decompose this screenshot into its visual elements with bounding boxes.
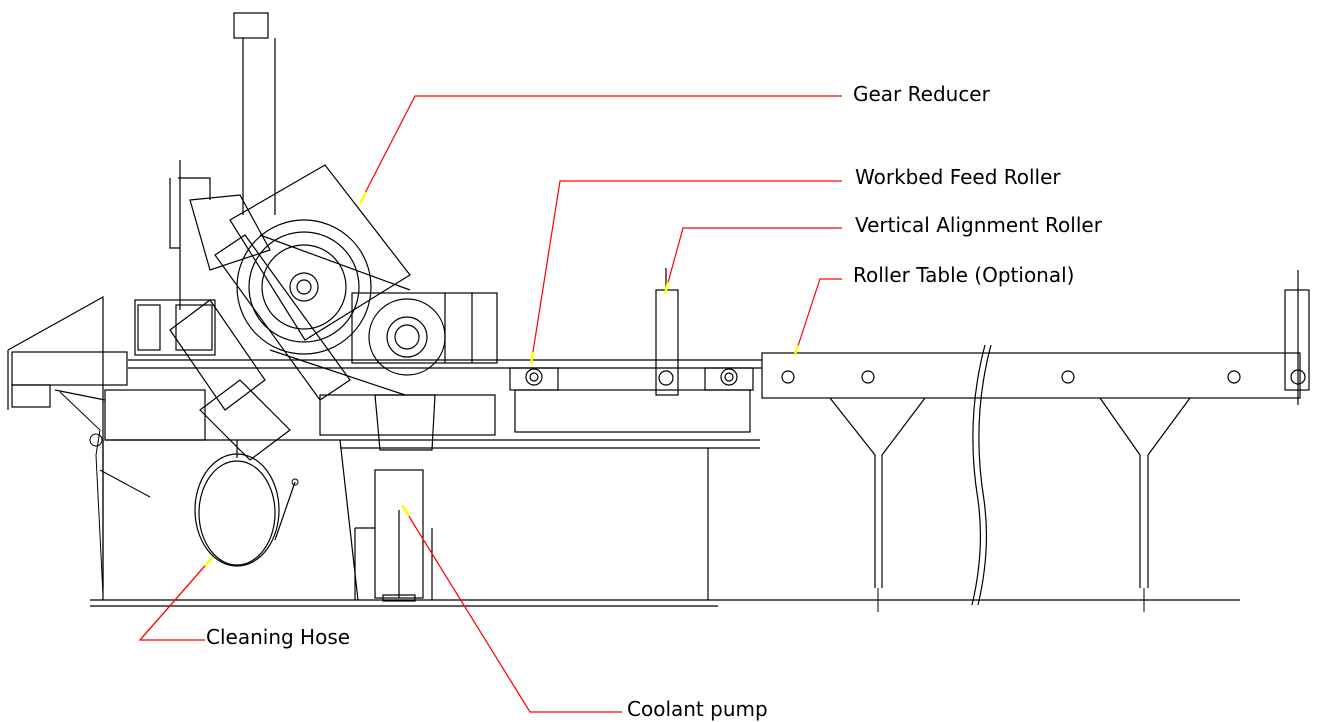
vertical-alignment-roller-leader: [663, 227, 842, 295]
main-housing: [102, 160, 359, 601]
coolant-pump: [354, 469, 433, 602]
cleaning-hose: [194, 440, 299, 567]
gear-reducer-label: Gear Reducer: [853, 82, 990, 106]
coolant-pump-label: Coolant pump: [627, 697, 768, 721]
infeed-hood: [7, 295, 151, 596]
gear-reducer-leader: [358, 95, 842, 205]
cleaning-hose-leader: [138, 556, 214, 641]
workbed-rail: [128, 359, 762, 600]
exhaust-stack: [233, 12, 276, 215]
gear-reducer-housing: [169, 164, 411, 461]
roller-table-leader: [793, 278, 842, 356]
roller-table-label: Roller Table (Optional): [853, 263, 1075, 287]
vertical-alignment-roller-label: Vertical Alignment Roller: [855, 213, 1102, 237]
floor-line: [90, 599, 1240, 607]
roller-table: [761, 270, 1310, 612]
drive-pulley: [319, 292, 498, 451]
cleaning-hose-label: Cleaning Hose: [206, 625, 351, 649]
workbed-feed-roller-label: Workbed Feed Roller: [855, 165, 1061, 189]
workbed-feed-roller-leader: [529, 180, 842, 365]
workbed-feed-roller: [509, 367, 754, 391]
coolant-pump-leader: [400, 504, 622, 713]
